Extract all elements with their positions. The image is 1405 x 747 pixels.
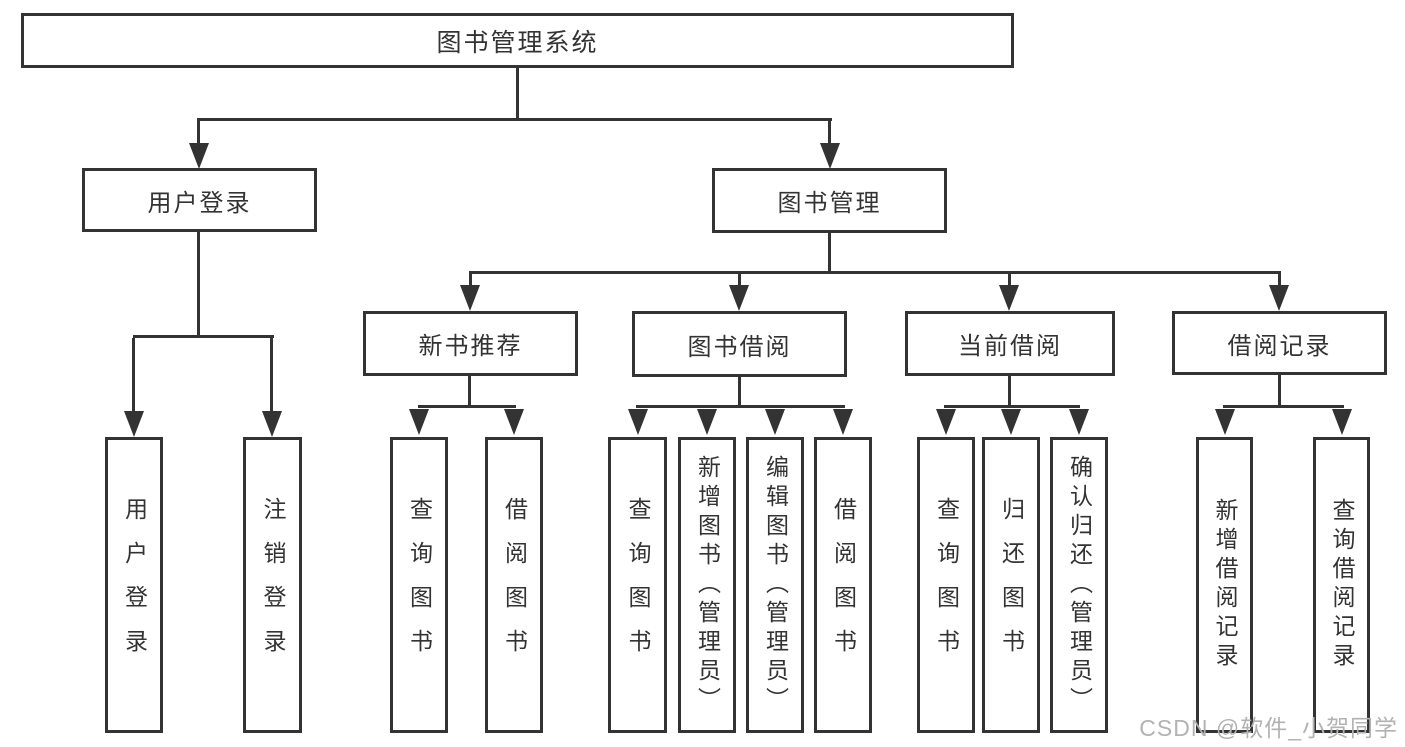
connector-current-borrow-stem — [1008, 376, 1011, 405]
arrowhead-down-icon — [1215, 409, 1235, 435]
connector-book-borrow-hline — [636, 405, 845, 408]
leaf-newbooks-borrow-label: 借阅图书 — [501, 497, 528, 673]
leaf-current-return: 归还图书 — [982, 437, 1040, 733]
leaf-newbooks-query-label: 查询图书 — [406, 497, 433, 673]
leaf-current-query-label: 查询图书 — [933, 497, 960, 673]
leaf-records-add: 新增借阅记录 — [1196, 437, 1253, 733]
connector-drop-book-mgmt — [828, 121, 831, 145]
node-current-borrow: 当前借阅 — [905, 311, 1115, 376]
node-new-books-label: 新书推荐 — [418, 333, 523, 360]
node-user-login-label: 用户登录 — [147, 189, 252, 217]
connector-level2-hline — [197, 118, 832, 121]
node-root-label: 图书管理系统 — [436, 28, 599, 57]
node-user-login: 用户登录 — [82, 168, 317, 232]
leaf-current-return-label: 归还图书 — [998, 497, 1025, 673]
connector-new-books-stem — [468, 376, 471, 405]
connector-drop-leaf — [132, 338, 135, 412]
arrowhead-down-icon — [124, 411, 144, 437]
arrowhead-down-icon — [1269, 285, 1289, 311]
arrowhead-down-icon — [820, 143, 840, 169]
node-borrow-records-label: 借阅记录 — [1227, 332, 1332, 360]
connector-drop-current-borrow — [1008, 274, 1011, 287]
connector-drop-borrow-records — [1278, 274, 1281, 287]
connector-borrow-records-hline — [1223, 405, 1344, 408]
node-book-mgmt-label: 图书管理 — [777, 190, 882, 217]
arrowhead-down-icon — [189, 143, 209, 169]
connector-book-mgmt-stem — [828, 233, 831, 271]
arrowhead-down-icon — [1001, 409, 1021, 435]
node-borrow-records: 借阅记录 — [1172, 311, 1387, 375]
node-root: 图书管理系统 — [21, 13, 1014, 68]
arrowhead-down-icon — [936, 409, 956, 435]
arrowhead-down-icon — [1332, 409, 1352, 435]
arrowhead-down-icon — [628, 409, 648, 435]
connector-drop-new-books — [469, 274, 472, 287]
leaf-newbooks-borrow: 借阅图书 — [485, 437, 543, 733]
leaf-logout: 注销登录 — [243, 437, 302, 733]
node-book-mgmt: 图书管理 — [712, 168, 947, 233]
node-book-borrow: 图书借阅 — [632, 311, 847, 377]
connector-user-login-hline — [133, 335, 274, 338]
arrowhead-down-icon — [833, 409, 853, 435]
arrowhead-down-icon — [729, 285, 749, 311]
leaf-newbooks-query: 查询图书 — [390, 437, 448, 733]
leaf-user-login-label: 用户登录 — [121, 497, 148, 673]
leaf-borrow-query: 查询图书 — [608, 437, 667, 733]
arrowhead-down-icon — [999, 285, 1019, 311]
leaf-records-add-label: 新增借阅记录 — [1212, 498, 1238, 672]
leaf-user-login: 用户登录 — [105, 437, 163, 733]
connector-root-stem — [516, 68, 519, 118]
arrowhead-down-icon — [409, 409, 429, 435]
arrowhead-down-icon — [697, 409, 717, 435]
arrowhead-down-icon — [1069, 409, 1089, 435]
arrowhead-down-icon — [460, 285, 480, 311]
connector-drop-user-login — [197, 121, 200, 145]
watermark: CSDN @软件_小贺同学 — [1139, 715, 1398, 741]
connector-user-login-stem — [197, 232, 200, 335]
leaf-records-query-label: 查询借阅记录 — [1329, 498, 1355, 672]
leaf-borrow-query-label: 查询图书 — [625, 497, 651, 673]
node-book-borrow-label: 图书借阅 — [687, 333, 792, 361]
connector-drop-book-borrow — [738, 274, 741, 287]
connector-current-borrow-hline — [944, 405, 1080, 408]
connector-new-books-hline — [418, 405, 516, 408]
connector-borrow-records-stem — [1278, 374, 1281, 405]
leaf-borrow-borrow-label: 借阅图书 — [830, 497, 857, 673]
arrowhead-down-icon — [765, 409, 785, 435]
connector-level3-hline — [469, 271, 1281, 274]
arrowhead-down-icon — [262, 411, 282, 437]
node-current-borrow-label: 当前借阅 — [958, 333, 1062, 360]
leaf-current-query: 查询图书 — [917, 437, 975, 733]
leaf-borrow-borrow: 借阅图书 — [814, 437, 872, 733]
leaf-borrow-edit: 编辑图书（管理员） — [746, 437, 804, 733]
connector-drop-leaf — [270, 338, 273, 412]
connector-book-borrow-stem — [738, 377, 741, 405]
leaf-current-confirm: 确认归还（管理员） — [1050, 437, 1108, 733]
leaf-records-query: 查询借阅记录 — [1313, 437, 1370, 733]
node-new-books: 新书推荐 — [363, 311, 578, 376]
leaf-borrow-add-label: 新增图书（管理员） — [694, 454, 721, 716]
leaf-current-confirm-label: 确认归还（管理员） — [1066, 454, 1093, 716]
leaf-logout-label: 注销登录 — [260, 497, 286, 673]
arrowhead-down-icon — [504, 409, 524, 435]
leaf-borrow-add: 新增图书（管理员） — [678, 437, 736, 733]
leaf-borrow-edit-label: 编辑图书（管理员） — [762, 454, 789, 716]
